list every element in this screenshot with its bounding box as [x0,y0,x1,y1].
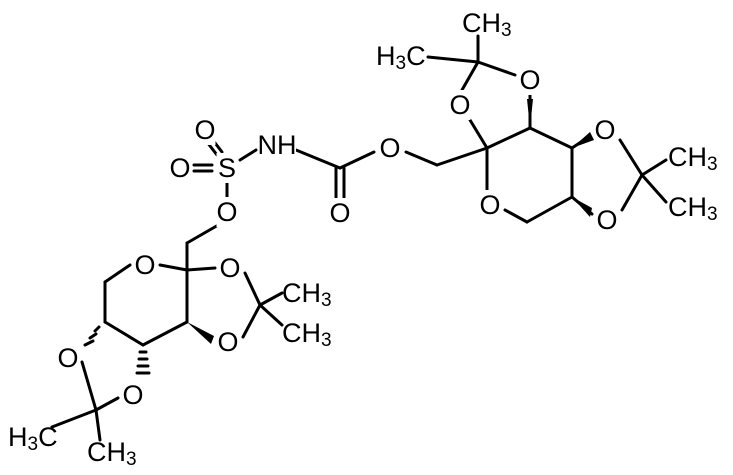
o-ring2-acetonide-b: O [217,327,238,357]
ch3-bottom: CH3 [87,437,137,470]
lower-wedge-a [187,322,214,344]
o-carbonyl: O [329,198,350,228]
o-ring2-acetonide-d-bg [122,380,144,410]
o-ring1-acetonide-c: O [594,115,615,145]
o-ring2-pyran: O [134,250,155,280]
ch3-mid-upper: CH3 [282,278,332,311]
o-ring2-acetonide-a-bg [219,253,241,283]
h3c-bottom-left: H3C [8,422,58,455]
upper-wedge-a [572,132,594,148]
o-ring1-acetonide-a: O [519,65,540,95]
o-sulfonyl-b: O [169,153,190,183]
lower-sugar-bonds [50,241,284,442]
o-sulfonyl-b-bg [169,153,191,183]
o-carbonyl-bg [329,198,351,228]
o-sulfonyl-a-bg [194,115,216,145]
s-sulfamate: S [218,153,236,183]
o-sulfamate-ester-bg [216,197,238,227]
o-sulfonyl-a: O [194,115,215,145]
s-sulfamate-bg [216,153,238,183]
o-sulfamate-ester: O [216,197,237,227]
o-ring1-acetonide-c-bg [594,115,616,145]
upper-wedge-b [572,197,592,217]
h3c-top-left: H3C [376,41,426,74]
o-ring2-acetonide-c-bg [57,343,79,373]
o-ring2-acetonide-a: O [219,253,240,283]
n-carbamate: NH [258,130,297,160]
ch3-mid-lower: CH3 [282,318,332,351]
o-ring1-acetonide-a-bg [519,65,541,95]
o-ring1-acetonide-b-bg [449,90,471,120]
o-ring1-acetonide-d-bg [596,205,618,235]
o-ester-bg [379,133,401,163]
linker-bonds [185,137,346,245]
o-ring2-acetonide-c: O [57,343,78,373]
ch3-right-lower: CH3 [668,192,718,225]
o-ring1-acetonide-b: O [449,90,470,120]
o-ring2-acetonide-d: O [122,380,143,410]
ch3-right-upper: CH3 [668,142,718,175]
n-carbamate-bg [258,130,296,160]
o-ring2-acetonide-b-bg [217,327,239,357]
o-ester: O [379,133,400,163]
o-ring2-pyran-bg [134,250,156,280]
ch3-top: CH3 [462,8,512,41]
lower-hashed-wedges [83,325,151,375]
upper-wedge-c [527,99,533,128]
o-ring1-pyran: O [479,190,500,220]
o-ring1-acetonide-d: O [596,205,617,235]
o-ring1-pyran-bg [479,190,501,220]
